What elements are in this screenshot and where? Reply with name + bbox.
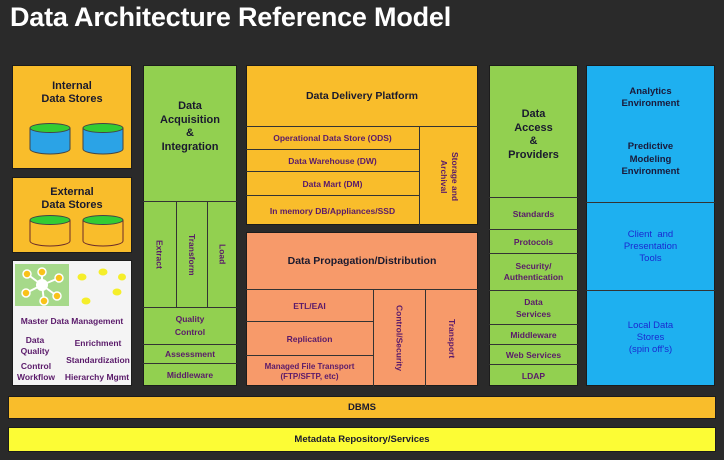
dbms-bar: DBMS (8, 396, 716, 419)
page-title: Data Architecture Reference Model (10, 2, 452, 32)
analytics-line2: Environment (621, 98, 680, 109)
data-delivery-platform: Data Delivery Platform Operational Data … (246, 65, 478, 226)
local-line2: Stores (636, 332, 665, 343)
local-line3: (spin off's) (628, 344, 673, 355)
standards-cell: Standards (489, 198, 578, 230)
acquisition-line3: & (186, 127, 194, 139)
mdm-standardization: Standardization (66, 355, 130, 365)
acquisition-line1: Data (178, 100, 202, 112)
data-services-cell: Data Services (489, 291, 578, 325)
managed-file-transport-cell: Managed File Transport (FTP/SFTP, etc) (246, 356, 374, 387)
mdm-control-2: Workflow (16, 372, 56, 382)
local-line1: Local Data (627, 320, 674, 331)
mdm-control-1: Control (20, 361, 52, 371)
analytics-line1: Analytics (629, 86, 672, 97)
access-line1: Data (521, 108, 546, 120)
etl-group: Extract Transform Load (143, 201, 237, 308)
control-security-label: Control/Security (394, 305, 405, 372)
access-line4: Providers (508, 148, 559, 161)
database-icon (82, 123, 124, 155)
access-line3: & (529, 135, 538, 147)
middleware-cell: Middleware (166, 369, 214, 380)
internal-line1: Internal (52, 80, 92, 92)
predictive-line3: Environment (621, 166, 680, 177)
mft-line1: Managed File Transport (264, 361, 355, 371)
mft-line2: (FTP/SFTP, etc) (280, 371, 339, 381)
data-access-providers: Data Access & Providers Standards Protoc… (489, 65, 578, 386)
quality-line1: Quality (175, 314, 205, 324)
ldap-cell: LDAP (521, 370, 546, 381)
database-icon (29, 123, 71, 155)
client-presentation-tools: Client and Presentation Tools (586, 202, 715, 291)
mdm-data-quality-1: Data (25, 335, 45, 345)
client-line1: Client and (627, 228, 674, 240)
analytics-column: Analytics Environment Predictive Modelin… (586, 65, 715, 386)
internal-data-stores: Internal Data Stores (12, 65, 132, 169)
access-line2: Access (514, 121, 553, 134)
local-data-stores: Local Data Stores (spin off's) (587, 291, 714, 385)
predictive-line1: Predictive (627, 141, 674, 152)
external-line1: External (50, 186, 94, 198)
transform-label: Transform (187, 233, 197, 276)
quality-line2: Control (174, 327, 206, 337)
client-line2: Presentation (623, 240, 678, 252)
transport-cell: Transport (426, 290, 478, 387)
database-icon (82, 215, 124, 247)
storage-line2: Archival (439, 159, 449, 194)
mdm-hierarchy: Hierarchy Mgmt (64, 372, 130, 382)
inmemory-row: In memory DB/Appliances/SSD (246, 196, 420, 226)
services-line1: Data (524, 296, 543, 307)
security-authentication-cell: Security/ Authentication (489, 254, 578, 291)
hub-network-icon (15, 264, 69, 306)
dw-row: Data Warehouse (DW) (246, 150, 420, 172)
load-label: Load (217, 244, 228, 265)
mdm-enrichment: Enrichment (74, 338, 122, 348)
data-propagation-distribution: Data Propagation/Distribution ETL/EAI Re… (246, 232, 478, 387)
mdm-title: Master Data Management (20, 316, 124, 326)
ods-row: Operational Data Store (ODS) (246, 127, 420, 150)
web-services-cell: Web Services (489, 345, 578, 365)
client-line3: Tools (639, 252, 662, 264)
internal-line2: Data Stores (41, 93, 103, 105)
services-line2: Services (516, 308, 551, 319)
propagation-title: Data Propagation/Distribution (287, 255, 437, 267)
etl-eai-cell: ETL/EAI (246, 290, 374, 322)
database-icon (29, 215, 71, 247)
load-cell: Load (208, 202, 237, 307)
quality-control-cell: Quality Control (144, 308, 236, 344)
storage-line1: Storage and (450, 151, 460, 202)
extract-label: Extract (154, 240, 165, 269)
control-security-cell: Control/Security (374, 290, 426, 387)
acquisition-line2: Acquisition (160, 113, 220, 126)
data-acquisition-integration: Data Acquisition & Integration Extract T… (143, 65, 237, 386)
delivery-title: Data Delivery Platform (305, 90, 419, 102)
storage-archival-cell: Storage and Archival (420, 127, 478, 226)
replication-cell: Replication (246, 322, 374, 356)
external-data-stores: External Data Stores (12, 177, 132, 253)
transport-label: Transport (447, 318, 457, 359)
transform-cell: Transform (177, 202, 208, 307)
security-line2: Authentication (503, 272, 564, 282)
scattered-nodes-icon (77, 268, 126, 305)
acquisition-line4: Integration (161, 140, 219, 153)
security-line1: Security/ (515, 261, 552, 271)
mdm-data-quality-2: Quality (20, 346, 50, 356)
access-middleware-cell: Middleware (489, 325, 578, 345)
metadata-repository-bar: Metadata Repository/Services (8, 427, 716, 452)
master-data-management: Master Data Management Data Quality Cont… (12, 260, 132, 386)
predictive-line2: Modeling (629, 153, 672, 165)
external-line2: Data Stores (41, 199, 103, 211)
protocols-cell: Protocols (489, 230, 578, 254)
extract-cell: Extract (143, 202, 177, 307)
dm-row: Data Mart (DM) (246, 172, 420, 196)
assessment-cell: Assessment (143, 344, 237, 364)
